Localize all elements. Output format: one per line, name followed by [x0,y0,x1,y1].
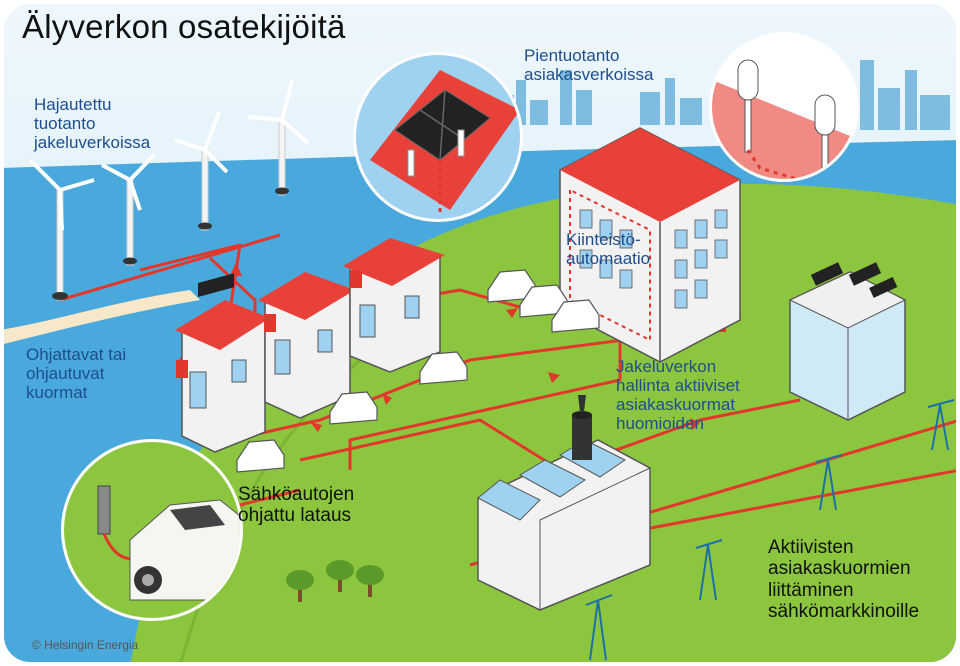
wind-turbines [28,79,310,301]
pylons [585,399,955,661]
label-distributed-production: Hajautettu tuotanto jakeluverkoissa [34,95,151,153]
flow-arrows [230,262,700,452]
factory [477,395,651,611]
trees [286,560,384,602]
label-controlled-loads: Ohjattavat tai ohjautuvat kuormat [26,345,127,403]
inset-solar-roof [353,52,523,222]
glass-building [788,262,907,421]
label-grid-management: Jakeluverkon hallinta aktiiviset asiakas… [616,357,740,434]
label-building-automation: Kiinteistö- automaatio [566,230,651,269]
office-building [559,127,741,363]
house-2 [258,272,355,419]
inset-small-wind [709,32,859,182]
label-market-integration: Aktiivisten asiakaskuormien liittäminen … [768,537,920,622]
page-title: Älyverkon osatekijöitä [22,8,346,45]
parked-cars [236,269,600,473]
label-ev-charging: Sähköautojen ohjattu lataus [238,484,355,527]
house-1 [175,273,270,453]
house-3 [343,238,445,373]
inset-ev-charging [61,439,243,621]
city-skyline [500,60,950,130]
label-small-production: Pientuotanto asiakasverkoissa [524,46,654,85]
copyright: © Helsingin Energia [32,638,139,652]
